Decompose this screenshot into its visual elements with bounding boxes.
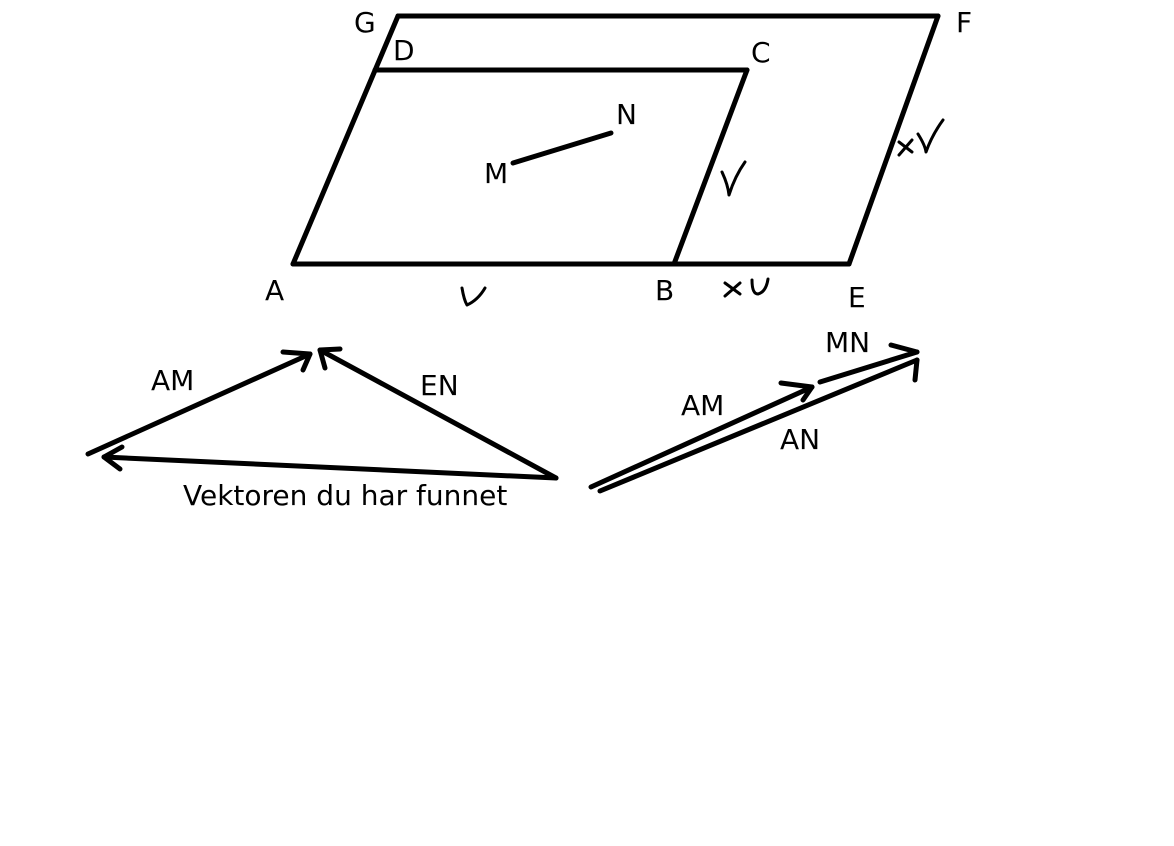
- left-vector-triangle: [85, 346, 559, 481]
- label-result-vector: Vektoren du har funnet: [183, 479, 507, 512]
- label-AM-left: AM: [151, 364, 194, 397]
- label-A: A: [265, 274, 284, 307]
- edge-CB: [671, 67, 750, 267]
- edge-EF: [846, 13, 941, 267]
- vector-MN: [817, 349, 920, 385]
- side-label-xv-EF: [897, 118, 945, 157]
- arrowhead-result: [101, 444, 125, 472]
- outer-parallelogram: [290, 13, 941, 267]
- right-vector-sum: [588, 342, 920, 494]
- vector-AM-left: [85, 351, 313, 457]
- segment-MN: [510, 130, 614, 166]
- edge-GA: [290, 13, 401, 267]
- vector-result: [101, 454, 559, 481]
- arrowhead-EN: [317, 346, 343, 371]
- label-N: N: [616, 98, 637, 131]
- label-AM-right: AM: [681, 389, 724, 422]
- side-label-u-AB: [460, 286, 487, 307]
- arrowhead-AN: [912, 357, 920, 383]
- arrowhead-AM-left: [280, 349, 313, 373]
- side-label-xu-BE: [723, 277, 770, 298]
- label-B: B: [655, 274, 674, 307]
- label-C: C: [751, 36, 771, 69]
- label-E: E: [848, 281, 866, 314]
- vector-EN: [317, 347, 559, 481]
- inner-parallelogram: [372, 67, 750, 267]
- arrowhead-AM-right: [778, 380, 815, 403]
- label-MN: MN: [825, 326, 870, 359]
- label-G: G: [354, 6, 376, 39]
- label-M: M: [484, 157, 508, 190]
- vector-AM-right: [588, 384, 815, 490]
- label-F: F: [956, 6, 972, 39]
- side-label-v-BC: [720, 160, 747, 197]
- label-EN: EN: [420, 369, 459, 402]
- label-D: D: [393, 34, 415, 67]
- vector-AN: [597, 357, 920, 494]
- arrowhead-MN: [888, 342, 920, 355]
- label-AN: AN: [780, 423, 820, 456]
